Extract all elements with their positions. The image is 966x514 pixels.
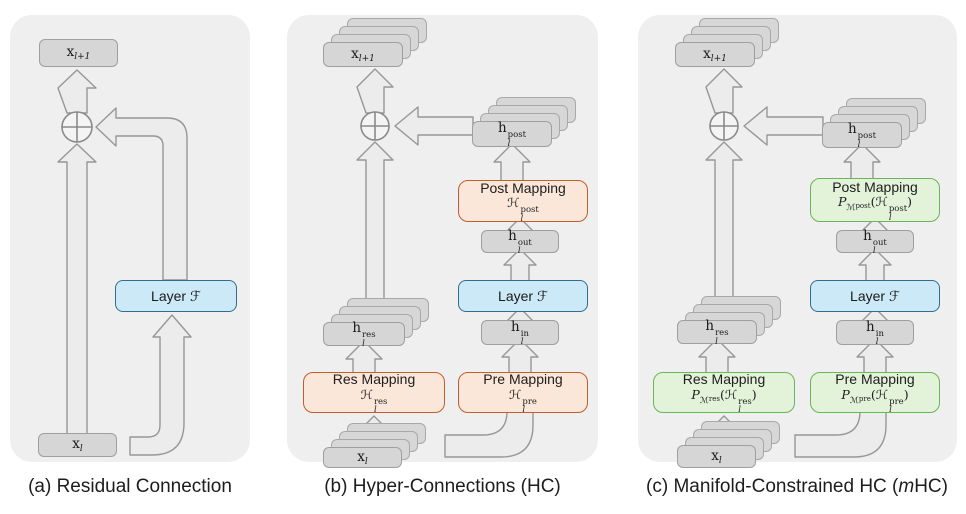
residual-stream-arrow [705,141,743,322]
elbow-arrow-input-to-layer [129,314,192,456]
up-arrow-sum-to-output [705,68,743,114]
stack-x-next: xl+1 [675,18,779,67]
x-next-label: xl+1 [703,45,727,64]
horizontal-arrow-hpost-to-sum [743,106,824,146]
elbow-arrow-layer-to-sum [95,107,188,281]
caption-b-text: (b) Hyper-Connections (HC) [324,476,561,497]
res-mapping-title: Res Mapping [332,371,416,388]
pre-mapping-title: Pre Mapping [483,371,563,388]
horizontal-arrow-hpost-to-sum [394,106,474,146]
pre-mapping-title: Pre Mapping [835,371,915,388]
caption-a-text: (a) Residual Connection [28,476,232,497]
panel-a-arrows [57,69,192,456]
res-mapping-title: Res Mapping [682,371,766,388]
up-arrow-sum-to-output [57,69,97,114]
up-arrow-sum-to-output [356,68,394,114]
layer-box: Layer ℱ [810,280,940,312]
caption-a: (a) Residual Connection [10,473,250,501]
box-x-input: xl [38,433,117,457]
x-next-label: xl+1 [351,45,375,64]
x-next-label: xl+1 [66,44,91,62]
caption-c: (c) Manifold-Constrained HC (mHC) [628,473,966,501]
stack-x-input: xl [323,423,426,468]
plus-circle-icon [61,111,93,143]
layer-label: Layer ℱ [151,287,201,305]
plus-circle-icon [709,111,739,141]
layer-label: Layer ℱ [850,287,900,305]
layer-box: Layer ℱ [115,280,237,312]
residual-stream-arrow [57,143,97,436]
x-input-label: xl [72,436,83,454]
plus-circle-icon [360,111,390,141]
stack-x-input: xl [677,421,780,468]
layer-label: Layer ℱ [498,287,548,305]
box-x-next: xl+1 [323,42,403,67]
x-input-label: xl [711,447,722,466]
box-x-input: xl [323,447,402,468]
post-mapping-title: Post Mapping [480,179,566,196]
caption-c-text: (c) Manifold-Constrained HC (mHC) [646,476,948,497]
x-input-label: xl [357,448,368,467]
box-x-next: xl+1 [675,42,755,67]
panel-residual-connection: xl+1 Layer ℱ xl [10,15,250,462]
box-x-input: xl [677,445,756,468]
caption-b: (b) Hyper-Connections (HC) [287,473,598,501]
layer-box: Layer ℱ [458,280,588,312]
arrow-postmap-to-hpost [493,143,531,186]
post-mapping-title: Post Mapping [832,178,918,195]
stack-x-next: xl+1 [323,18,427,67]
box-x-next: xl+1 [39,39,118,67]
